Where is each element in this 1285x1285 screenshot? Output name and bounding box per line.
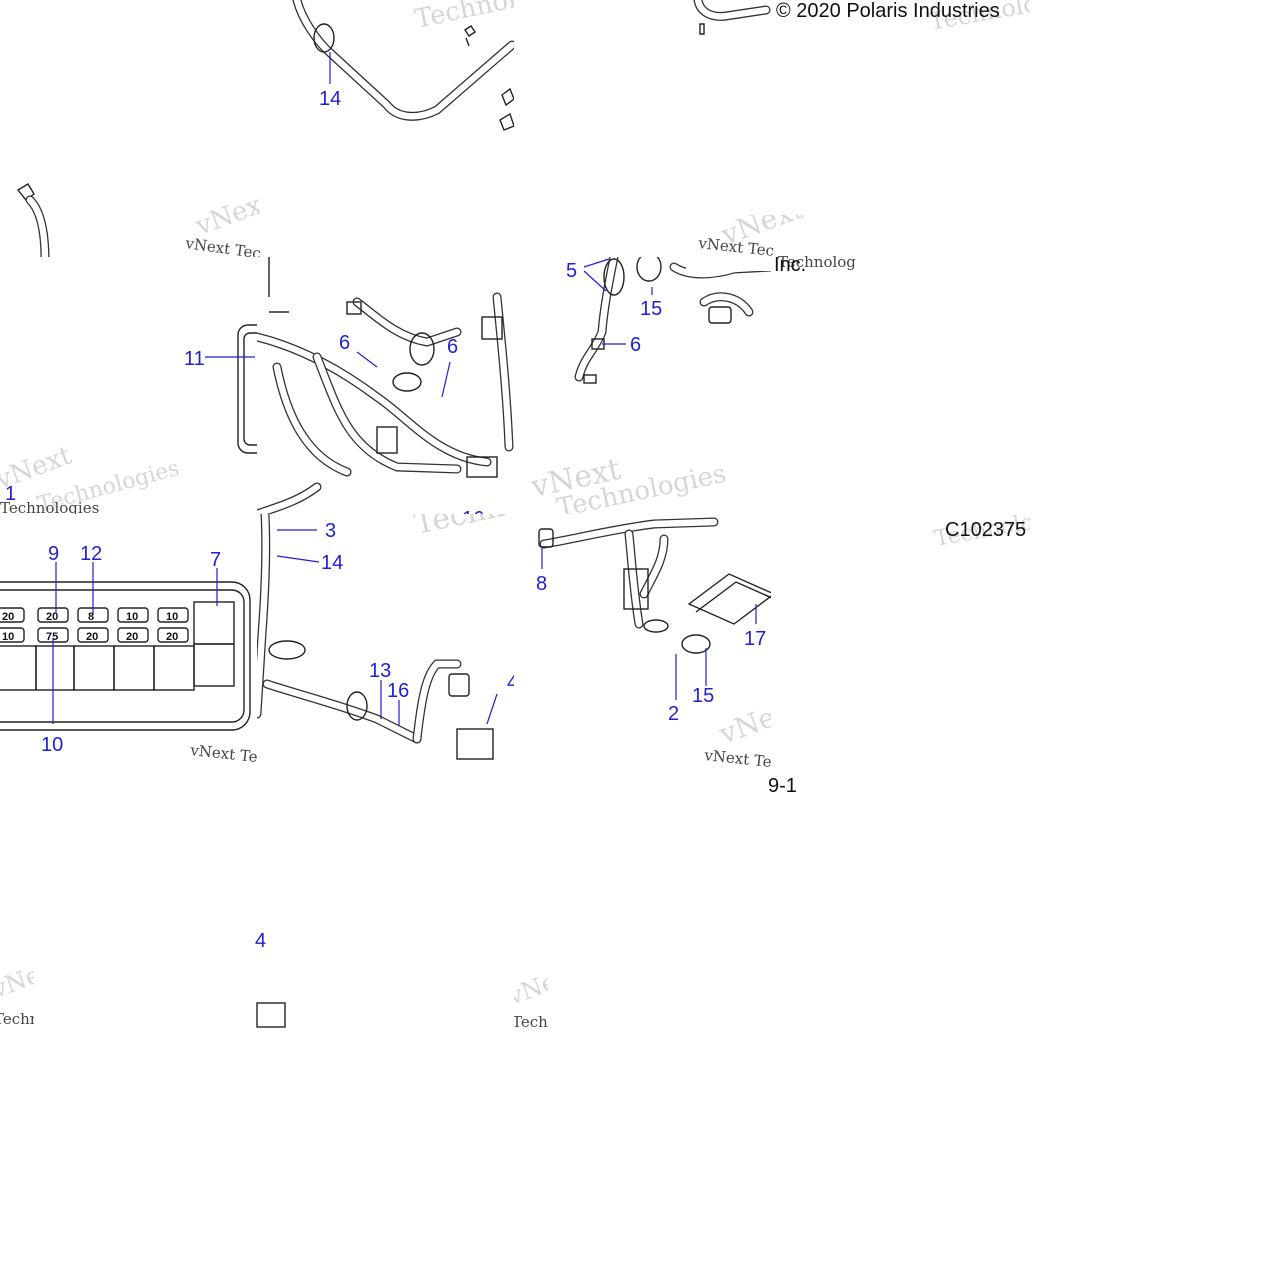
- callout-10: 10: [41, 734, 63, 756]
- callout-6: 6: [339, 332, 350, 354]
- fuse-rating: 10: [166, 611, 178, 623]
- callout-4: 4: [507, 672, 514, 694]
- callout-12: 12: [80, 543, 102, 565]
- callout-16: 16: [387, 680, 409, 702]
- watermark-vnext: vNext: [191, 187, 260, 242]
- diagram-tile-bottom-mid: 4: [255, 925, 289, 1030]
- fuse-rating: 20: [46, 611, 58, 623]
- figure-id: C102375: [945, 519, 1026, 541]
- fuse-box-drawing: 20 20 8 10 10 10 75 20 20 20 9 12 7 10 v…: [0, 543, 257, 767]
- watermark-vnext: vNext: [0, 968, 34, 1004]
- callout-16: 16: [462, 508, 484, 514]
- diagram-tile-watermark-strip: vNext vNext Tec Technologies Inc.: [686, 215, 856, 271]
- callout-11: 11: [184, 348, 205, 370]
- fuse-rating: 10: [126, 611, 138, 623]
- harness-wire-drawing: 14 Technologies: [292, 0, 514, 131]
- callout-17: 17: [744, 628, 766, 650]
- watermark-vnext-tec: vNext Tec: [189, 741, 257, 767]
- diagram-tile-lower-center: 3 14 13 16 4 Technologies: [257, 514, 514, 771]
- watermark-technologies: Technologies: [411, 514, 514, 542]
- callout-13: 13: [369, 660, 391, 682]
- diagram-tile-bottom-right: vNext Technologies: [514, 975, 548, 1033]
- copyright-text: © 2020 Polaris Industries: [776, 0, 1000, 22]
- bracket-drawing: 8 17 2 15 vNext vNext Tec: [536, 517, 771, 771]
- callout-14: 14: [319, 88, 341, 110]
- fuse-rating: 20: [126, 631, 138, 643]
- callout-2: 2: [668, 703, 679, 725]
- watermark-technologies-small: Technologies: [0, 1010, 34, 1028]
- diagram-tile-center: 6 6 16: [257, 257, 514, 514]
- diagram-tile-page-ref: 9-1: [768, 770, 808, 800]
- watermark-vnext-tec: vNext Tec: [703, 746, 771, 771]
- callout-6: 6: [447, 336, 458, 358]
- callout-8: 8: [536, 573, 547, 595]
- callout-15: 15: [640, 298, 662, 320]
- diagram-tile-top-right: Technologies © 2020 Polaris Industries: [686, 0, 1030, 40]
- callout-9: 9: [48, 543, 59, 565]
- callout-6: 6: [630, 334, 641, 356]
- watermark-vnext: vNext: [714, 691, 771, 751]
- callout-4: 4: [255, 930, 266, 952]
- diagram-tile-right-harness: 5 15 13 6 vNext Technologies: [514, 257, 771, 514]
- diagram-tile-top-left: 14 Technologies: [257, 0, 514, 140]
- watermark-technologies-small: Technologies: [0, 499, 99, 514]
- watermark-technologies-small: Technologies: [778, 253, 856, 271]
- diagram-tile-left-upper: vNext vNext Tec: [0, 180, 260, 260]
- diagram-tile-bottom-left: vNext Technologies: [0, 968, 34, 1032]
- watermark-vnext: vNext: [514, 975, 548, 1011]
- diagram-tile-fusebox: 20 20 8 10 10 10 75 20 20 20 9 12 7 10 v…: [0, 514, 257, 771]
- fuse-rating: 10: [2, 631, 14, 643]
- watermark-text: Technologies: [412, 0, 514, 35]
- callout-5: 5: [566, 260, 577, 282]
- watermark-technologies-small: Technologies: [514, 1013, 548, 1031]
- fuse-rating: 20: [2, 611, 14, 623]
- main-harness-drawing: 6 6 16: [257, 257, 514, 514]
- fuse-rating: 20: [166, 631, 178, 643]
- diagram-tile-lower-right: 8 17 2 15 vNext vNext Tec: [514, 514, 771, 771]
- diagram-tile-fusebox-side: 11 vNext Technologies 1 Technologies: [0, 257, 257, 514]
- callout-14: 14: [321, 552, 343, 574]
- callout-3: 3: [325, 520, 336, 542]
- fuse-rating: 8: [88, 611, 94, 623]
- watermark-inc: Inc.: [774, 254, 806, 271]
- fuse-rating: 20: [86, 631, 98, 643]
- fuse-rating: 75: [46, 631, 58, 643]
- page-reference: 9-1: [768, 775, 797, 797]
- lower-harness-drawing: 3 14 13 16 4 Technologies: [257, 514, 514, 760]
- callout-15: 15: [692, 685, 714, 707]
- callout-1: 1: [5, 483, 16, 505]
- callout-7: 7: [210, 549, 221, 571]
- diagram-tile-figure-id: Technologies C102375: [930, 510, 1030, 550]
- wire-run-drawing: 5 15 13 6 vNext Technologies: [527, 257, 771, 514]
